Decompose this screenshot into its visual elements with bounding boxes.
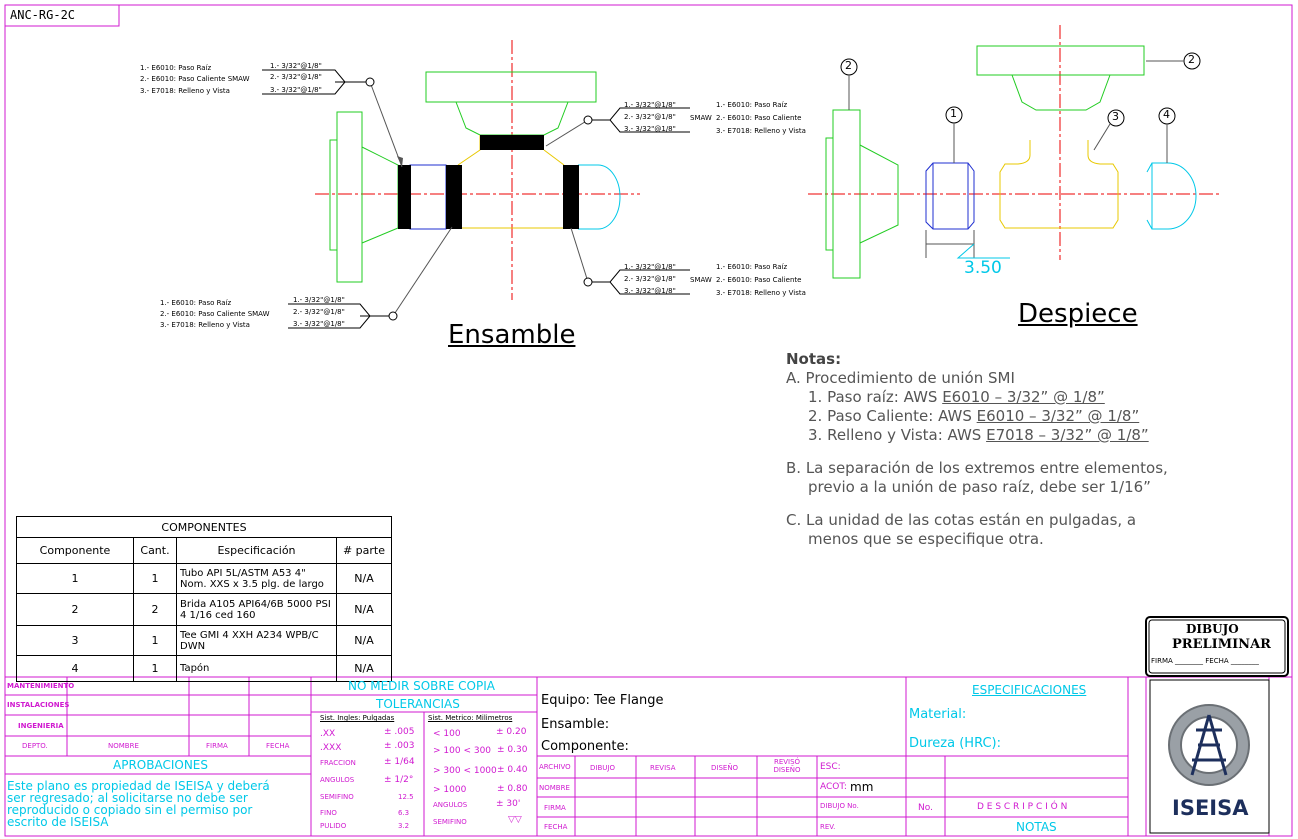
table-row: 3 1 Tee GMI 4 XXH A234 WPB/C DWN N/A [16, 625, 392, 656]
drawing-code: ANC-RG-2C [10, 8, 76, 22]
dept-header: DEPTO. [22, 742, 48, 750]
components-table: COMPONENTES Componente Cant. Especificac… [16, 516, 392, 682]
signature-header: FIRMA [206, 742, 228, 750]
weld-size-2: 2.- 3/32"@1/8" [624, 275, 676, 283]
note-c-line-1: C. La unidad de las cotas están en pulga… [786, 511, 1137, 529]
stamp-line-1: DIBUJO [1186, 622, 1239, 636]
specifications-title: ESPECIFICACIONES [972, 683, 1087, 697]
weld-size-2: 2.- 3/32"@1/8" [270, 73, 322, 81]
balloon-3: 3 [1112, 110, 1119, 123]
weld-size-1: 1.- 3/32"@1/8" [624, 101, 676, 109]
reviewed-header: REVISA [650, 764, 676, 772]
approvals-title: APROBACIONES [113, 758, 208, 772]
balloon-2: 2 [845, 59, 852, 72]
weld-size-1: 1.- 3/32"@1/8" [624, 263, 676, 271]
balloon-4: 4 [1163, 108, 1170, 121]
header-especificacion: Especificación [176, 537, 337, 564]
metric-system-label: Sist. Metrico: Milimetros [428, 714, 513, 722]
number-label: No. [918, 803, 933, 813]
company-logo [1168, 704, 1250, 786]
weld-process-3: 3.- E7018: Relleno y Vista [716, 127, 806, 135]
weld-size-3: 3.- 3/32"@1/8" [293, 320, 345, 328]
file-header: ARCHIVO [539, 763, 571, 771]
weld-process-3: 3.- E7018: Relleno y Vista [716, 289, 806, 297]
stamp-line-2: PRELIMINAR [1172, 637, 1271, 652]
units-value: mm [850, 780, 874, 794]
weld-process-2: 2.- E6010: Paso Caliente SMAW [160, 310, 270, 318]
date-row-label: FECHA [544, 823, 568, 831]
weld-size-1: 1.- 3/32"@1/8" [270, 62, 322, 70]
note-b-line-2: previo a la unión de paso raíz, debe ser… [808, 478, 1151, 496]
weld-process-2: 2.- E6010: Paso Caliente [716, 114, 802, 122]
table-row: 1 1 Tubo API 5L/ASTM A53 4" Nom. XXS x 3… [16, 563, 392, 594]
header-parte: # parte [336, 537, 392, 564]
balloon-2: 2 [1188, 53, 1195, 66]
weld-process-3: 3.- E7018: Relleno y Vista [140, 87, 230, 95]
scale-label: ESC: [820, 762, 841, 772]
weld-size-2: 2.- 3/32"@1/8" [293, 308, 345, 316]
no-measure-notice: NO MEDIR SOBRE COPIA [348, 679, 495, 693]
weld-process-1: 1.- E6010: Paso Raíz [716, 263, 788, 271]
assembly-label: Ensamble [448, 320, 576, 350]
dimension-label: 3.50 [964, 258, 1002, 278]
table-row: 4 1 Tapón N/A [16, 655, 392, 682]
dept-row-label: MANTENIMIENTO [7, 682, 75, 690]
dept-row-label: INSTALACIONES [7, 701, 70, 709]
units-label: ACOT: [820, 782, 847, 792]
smaw-label: SMAW [690, 114, 712, 122]
revision-label: REV. [820, 823, 836, 831]
date-header: FECHA [266, 742, 290, 750]
note-a-item-1: 1. Paso raíz: AWS E6010 – 3/32” @ 1/8” [808, 388, 1105, 406]
weld-process-2: 2.- E6010: Paso Caliente SMAW [140, 75, 250, 83]
weld-size-3: 3.- 3/32"@1/8" [624, 125, 676, 133]
weld-size-2: 2.- 3/32"@1/8" [624, 113, 676, 121]
name-header: NOMBRE [108, 742, 139, 750]
exploded-view [808, 25, 1220, 279]
weld-size-3: 3.- 3/32"@1/8" [270, 86, 322, 94]
imperial-system-label: Sist. Ingles: Pulgadas [320, 714, 395, 722]
notes-header: NOTAS [1016, 820, 1057, 834]
description-header: D E S C R I P C I Ó N [977, 802, 1068, 812]
stamp-firma: FIRMA ________ FECHA ________ [1151, 657, 1259, 665]
weld-process-1: 1.- E6010: Paso Raíz [160, 299, 232, 307]
notes-block: Notas: A. Procedimiento de unión SMI 1. … [786, 350, 1168, 549]
weld-size-3: 3.- 3/32"@1/8" [624, 287, 676, 295]
balloon-1: 1 [950, 107, 957, 120]
note-a-item-3: 3. Relleno y Vista: AWS E7018 – 3/32” @ … [808, 426, 1149, 444]
note-a-item-2: 2. Paso Caliente: AWS E6010 – 3/32” @ 1/… [808, 407, 1140, 425]
smaw-label: SMAW [690, 276, 712, 284]
weld-process-3: 3.- E7018: Relleno y Vista [160, 321, 250, 329]
property-notice: Este plano es propiedad de ISEISA y debe… [7, 779, 270, 829]
design-header: DISEÑO [711, 764, 739, 772]
exploded-label: Despiece [1018, 299, 1138, 329]
header-cant: Cant. [133, 537, 177, 564]
hardness-field: Dureza (HRC): [909, 736, 1001, 751]
components-title: COMPONENTES [16, 516, 392, 538]
weld-process-1: 1.- E6010: Paso Raíz [716, 101, 788, 109]
material-field: Material: [909, 707, 967, 722]
component-field: Componente: [541, 739, 629, 754]
drawing-number-label: DIBUJO No. [820, 802, 859, 810]
signature-row-label: FIRMA [544, 804, 566, 812]
table-row: 2 2 Brida A105 API64/6B 5000 PSI 4 1/16 … [16, 593, 392, 626]
note-c-line-2: menos que se especifique otra. [808, 530, 1044, 548]
assembly-field: Ensamble: [541, 717, 610, 732]
equipment-field: Equipo: Tee Flange [541, 693, 664, 708]
assembly-view [262, 40, 690, 329]
weld-process-2: 2.- E6010: Paso Caliente [716, 276, 802, 284]
design-reviewed-header: REVISÓ DISEÑO [773, 758, 801, 774]
drawn-header: DIBUJO [590, 764, 615, 772]
logo-text: ISEISA [1172, 796, 1249, 820]
tolerances-title: TOLERANCIAS [376, 697, 460, 711]
dept-row-label: INGENIERIA [18, 722, 64, 730]
weld-size-1: 1.- 3/32"@1/8" [293, 296, 345, 304]
note-b-line-1: B. La separación de los extremos entre e… [786, 459, 1168, 477]
header-componente: Componente [16, 537, 134, 564]
notes-title: Notas: [786, 350, 842, 368]
name-row-label: NOMBRE [539, 784, 570, 792]
note-a: A. Procedimiento de unión SMI [786, 369, 1015, 387]
weld-process-1: 1.- E6010: Paso Raíz [140, 64, 212, 72]
